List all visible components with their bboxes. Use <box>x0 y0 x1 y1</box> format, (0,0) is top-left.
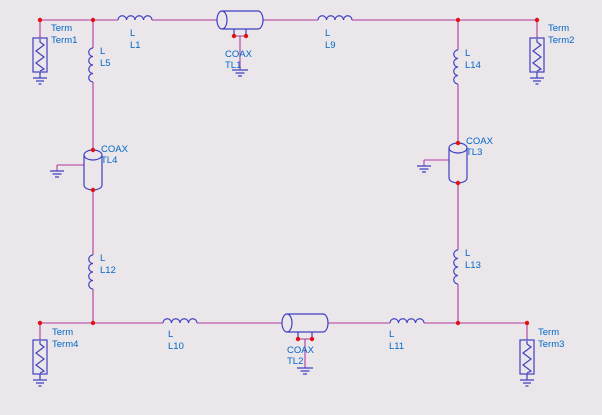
junction-dot <box>524 320 530 326</box>
wire-tl4-ground[interactable] <box>56 164 84 171</box>
term4-resistor-zigzag <box>35 341 46 374</box>
l12-coil <box>88 254 94 290</box>
tl1-cylinder-end <box>216 10 228 30</box>
junction-dot <box>243 33 249 39</box>
term3-body <box>519 339 535 375</box>
tl1-type-label: COAX <box>225 49 253 60</box>
junction-dot <box>455 180 461 186</box>
l14-coil <box>453 49 459 85</box>
tl2-cylinder-body <box>287 313 329 333</box>
term4-type-label: Term <box>52 327 73 338</box>
tl3-name-label: TL3 <box>466 147 482 158</box>
wire-tl3-ground[interactable] <box>423 159 449 166</box>
wires[interactable] <box>39 19 538 368</box>
l1-type-label: L <box>130 28 135 39</box>
tl2-name-label: TL2 <box>287 356 303 367</box>
l11-name-label: L11 <box>389 341 404 352</box>
junction-dots <box>37 17 540 342</box>
junction-dot <box>37 17 43 23</box>
l9-type-label: L <box>325 28 330 39</box>
component-tl4[interactable]: COAX TL4 <box>50 144 129 191</box>
l14-name-label: L14 <box>465 60 481 71</box>
l10-coil <box>162 318 198 324</box>
l5-name-label: L5 <box>100 58 111 69</box>
component-l9[interactable]: L L9 <box>317 15 353 51</box>
tl3-ground-icon <box>417 165 431 173</box>
junction-dot <box>231 33 237 39</box>
term3-resistor-zigzag <box>522 341 533 374</box>
component-l5[interactable]: L L5 <box>88 46 111 83</box>
l14-type-label: L <box>465 48 470 59</box>
junction-dot <box>295 336 301 342</box>
term1-resistor-zigzag <box>35 39 46 72</box>
junction-dot <box>37 320 43 326</box>
l10-type-label: L <box>168 329 173 340</box>
l9-coil <box>317 15 353 21</box>
term1-type-label: Term <box>51 23 72 34</box>
term2-body <box>529 37 545 73</box>
junction-dot <box>90 320 96 326</box>
component-l13[interactable]: L L13 <box>453 248 481 285</box>
term3-ground-icon <box>520 374 534 387</box>
junction-dot <box>90 187 96 193</box>
junction-dot <box>534 17 540 23</box>
term2-type-label: Term <box>548 23 569 34</box>
l13-type-label: L <box>465 248 470 259</box>
component-term1[interactable]: Term Term1 <box>32 23 77 85</box>
component-l10[interactable]: L L10 <box>162 318 198 352</box>
tl4-name-label: TL4 <box>101 155 117 166</box>
junction-dot <box>90 147 96 153</box>
component-term3[interactable]: Term Term3 <box>519 327 564 387</box>
l12-name-label: L12 <box>100 265 116 276</box>
component-l11[interactable]: L L11 <box>389 318 425 352</box>
tl1-cylinder-body <box>222 10 264 30</box>
term1-body <box>32 37 48 73</box>
term3-name-label: Term3 <box>538 339 564 350</box>
tl4-ground-icon <box>50 170 64 178</box>
l5-coil <box>88 47 94 83</box>
junction-dot <box>455 17 461 23</box>
term2-resistor-zigzag <box>532 39 543 72</box>
l9-name-label: L9 <box>325 40 336 51</box>
component-l12[interactable]: L L12 <box>88 253 116 290</box>
component-tl2[interactable]: COAX TL2 <box>281 313 329 375</box>
component-l1[interactable]: L L1 <box>117 15 153 51</box>
tl1-ground-icon <box>232 69 248 77</box>
component-term2[interactable]: Term Term2 <box>529 23 574 85</box>
wire-term-stubs[interactable] <box>39 20 538 340</box>
term3-type-label: Term <box>538 327 559 338</box>
tl4-type-label: COAX <box>101 144 129 155</box>
junction-dot <box>309 336 315 342</box>
term1-ground-icon <box>33 72 47 85</box>
tl2-type-label: COAX <box>287 345 315 356</box>
component-tl1[interactable]: COAX TL1 <box>216 10 264 77</box>
l11-coil <box>389 318 425 324</box>
term4-name-label: Term4 <box>52 339 78 350</box>
component-term4[interactable]: Term Term4 <box>32 327 78 387</box>
term2-name-label: Term2 <box>548 35 574 46</box>
term2-ground-icon <box>530 72 544 85</box>
junction-dot <box>90 17 96 23</box>
l10-name-label: L10 <box>168 341 184 352</box>
l13-coil <box>453 249 459 285</box>
junction-dot <box>455 140 461 146</box>
term1-name-label: Term1 <box>51 35 77 46</box>
l1-name-label: L1 <box>130 40 141 51</box>
l11-type-label: L <box>389 329 394 340</box>
l12-type-label: L <box>100 253 105 264</box>
junction-dot <box>455 320 461 326</box>
term4-ground-icon <box>33 374 47 387</box>
tl2-cylinder-end <box>281 313 293 333</box>
l13-name-label: L13 <box>465 260 481 271</box>
tl3-type-label: COAX <box>466 136 494 147</box>
term4-body <box>32 339 48 375</box>
wire-tl2-ground[interactable] <box>298 338 312 368</box>
tl1-name-label: TL1 <box>225 60 241 71</box>
component-l14[interactable]: L L14 <box>453 48 481 85</box>
tl2-ground-icon <box>297 367 313 375</box>
l1-coil <box>117 15 153 21</box>
tl2-shield-pins <box>297 332 313 339</box>
l5-type-label: L <box>100 46 105 57</box>
